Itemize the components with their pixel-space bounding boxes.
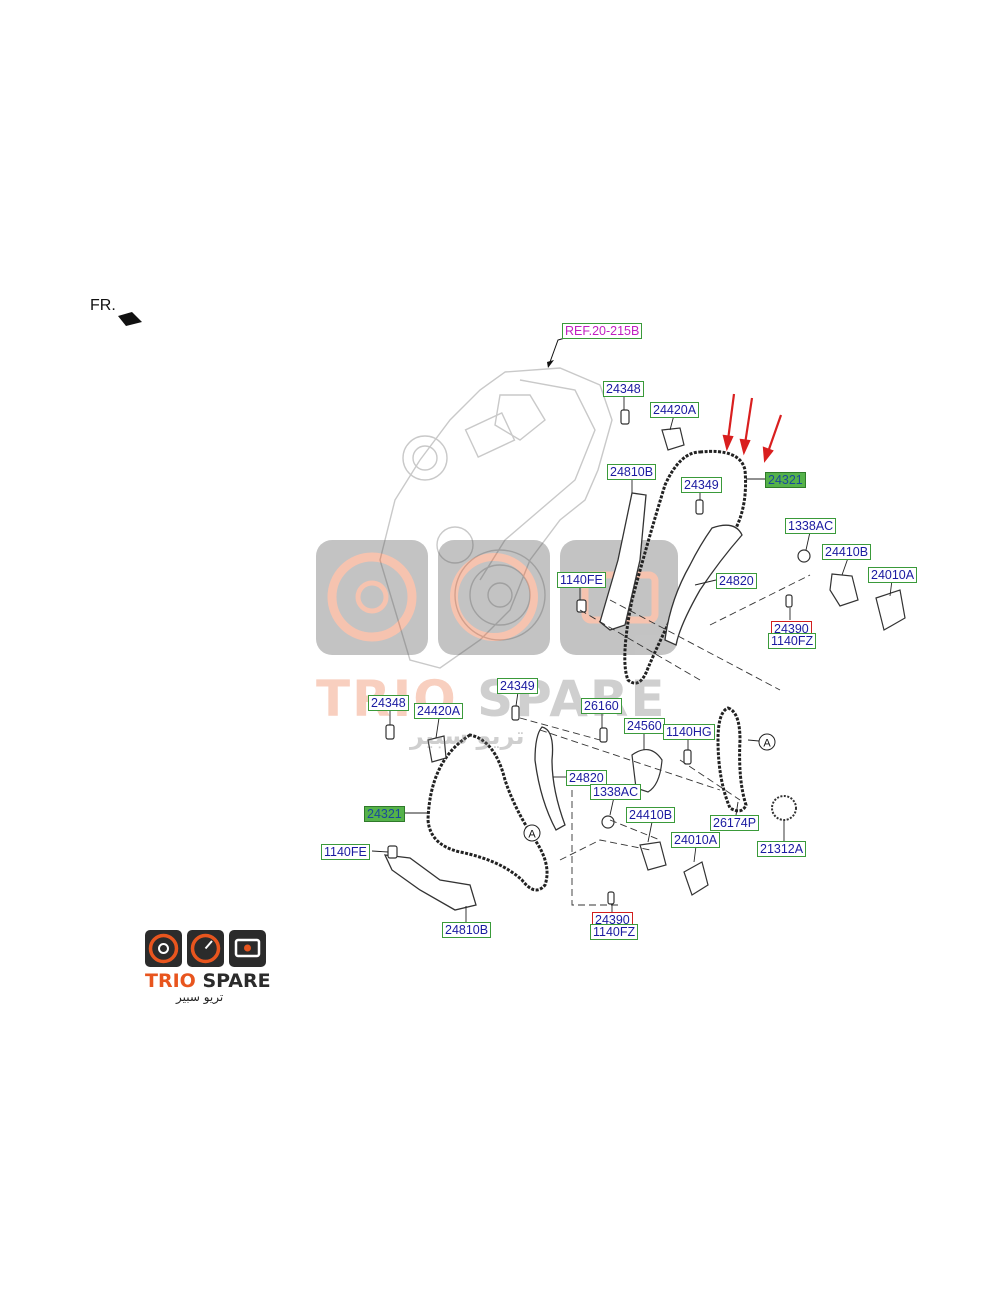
part-label-lower-1140FZ[interactable]: 1140FZ bbox=[590, 924, 639, 940]
callout-a-upper-leader bbox=[747, 739, 760, 742]
part-label-lower-24321[interactable]: 24321 bbox=[364, 806, 405, 822]
part-label-lower-24820[interactable]: 24820 bbox=[566, 770, 607, 786]
watermark-arabic: تريو سبير bbox=[410, 722, 525, 750]
part-label-lower-26174P[interactable]: 26174P bbox=[710, 815, 760, 831]
logo-arabic: تريو سبير bbox=[176, 990, 224, 1004]
front-label: FR. bbox=[90, 297, 116, 314]
logo-brand-part1: TRIO bbox=[145, 970, 196, 992]
part-label-upper-24321[interactable]: 24321 bbox=[765, 472, 806, 488]
ref-label[interactable]: REF.20-215B bbox=[562, 323, 643, 339]
callout-a-upper-text: A bbox=[763, 738, 771, 750]
part-label-upper-24420A[interactable]: 24420A bbox=[650, 402, 700, 418]
upper-leader-lines bbox=[579, 395, 893, 620]
callout-a-upper: A bbox=[758, 733, 776, 751]
part-label-lower-1338AC[interactable]: 1338AC bbox=[590, 784, 642, 800]
upper-timing-chain bbox=[623, 449, 747, 685]
engine-block-outline bbox=[379, 367, 613, 669]
lower-small-parts bbox=[385, 705, 797, 905]
part-label-lower-26160[interactable]: 26160 bbox=[581, 698, 622, 714]
part-label-upper-24349[interactable]: 24349 bbox=[681, 477, 722, 493]
part-label-upper-1338AC[interactable]: 1338AC bbox=[785, 518, 837, 534]
ref-arrow-icon bbox=[547, 360, 554, 368]
part-label-lower-24348[interactable]: 24348 bbox=[368, 695, 409, 711]
lower-leader-lines bbox=[371, 691, 785, 922]
part-label-lower-21312A[interactable]: 21312A bbox=[757, 841, 807, 857]
lower-timing-chain bbox=[426, 706, 748, 892]
part-label-lower-1140HG[interactable]: 1140HG bbox=[663, 724, 715, 740]
part-label-upper-24410B[interactable]: 24410B bbox=[822, 544, 872, 560]
part-label-upper-24810B[interactable]: 24810B bbox=[607, 464, 657, 480]
ref-leader-line bbox=[549, 337, 566, 363]
logo-text: TRIO SPARE bbox=[145, 970, 271, 992]
watermark-icons bbox=[316, 540, 678, 655]
part-label-lower-24560[interactable]: 24560 bbox=[624, 718, 665, 734]
upper-chain-guide bbox=[599, 492, 743, 646]
logo-brand-part2: SPARE bbox=[202, 970, 271, 992]
part-label-lower-24349[interactable]: 24349 bbox=[497, 678, 538, 694]
part-label-upper-24820[interactable]: 24820 bbox=[716, 573, 757, 589]
part-label-upper-1140FE[interactable]: 1140FE bbox=[557, 572, 606, 588]
front-direction-icon bbox=[118, 312, 142, 326]
part-label-upper-24348[interactable]: 24348 bbox=[603, 381, 644, 397]
callout-a-lower-text: A bbox=[528, 829, 536, 841]
part-label-lower-24410B[interactable]: 24410B bbox=[626, 807, 676, 823]
part-label-upper-1140FZ[interactable]: 1140FZ bbox=[768, 633, 817, 649]
part-label-lower-1140FE[interactable]: 1140FE bbox=[321, 844, 370, 860]
upper-small-parts bbox=[576, 409, 906, 631]
part-label-lower-24810B[interactable]: 24810B bbox=[442, 922, 492, 938]
lower-dashed-lines bbox=[519, 717, 741, 906]
callout-a-lower: A bbox=[523, 824, 541, 842]
part-label-lower-24010A[interactable]: 24010A bbox=[671, 832, 721, 848]
red-arrows bbox=[722, 393, 783, 463]
logo-icons bbox=[145, 930, 266, 967]
part-label-upper-24010A[interactable]: 24010A bbox=[868, 567, 918, 583]
lower-chain-guide bbox=[383, 726, 566, 911]
part-label-lower-24420A[interactable]: 24420A bbox=[414, 703, 464, 719]
upper-dashed-lines bbox=[579, 574, 811, 691]
